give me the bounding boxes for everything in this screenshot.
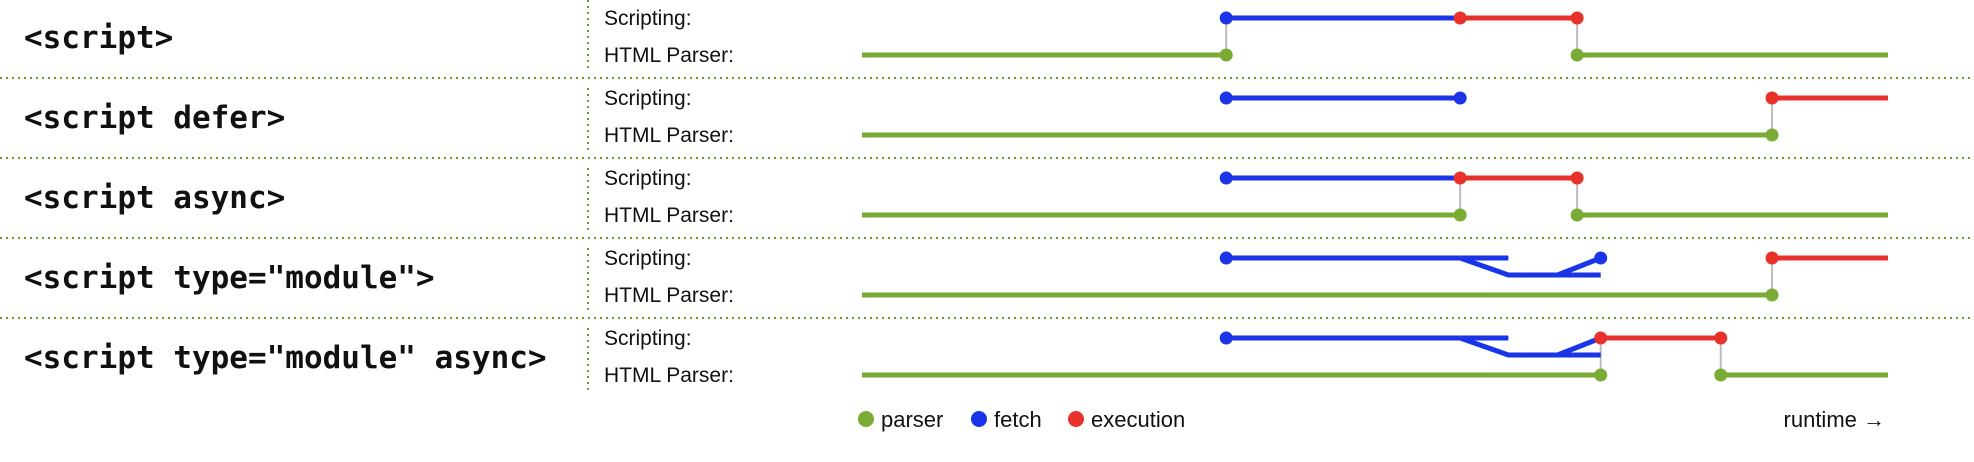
parser-lane-label: HTML Parser: [604, 364, 734, 387]
row-1: <script defer> Scripting: HTML Parser: [0, 87, 1974, 159]
parser-lane-label: HTML Parser: [604, 204, 734, 227]
row-label: <script async> [24, 180, 285, 216]
row-3: <script type="module"> Scripting: HTML Par… [0, 247, 1974, 319]
parser-lane-label: HTML Parser: [604, 44, 734, 67]
legend-parser-label: parser [881, 407, 943, 432]
parser-marker [1765, 128, 1779, 142]
scripting-lane-label: Scripting: [604, 7, 692, 30]
fetch-marker [1453, 91, 1467, 105]
scripting-lane-label: Scripting: [604, 87, 692, 110]
fetch-marker [1219, 91, 1233, 105]
legend-execution-swatch [1068, 411, 1084, 427]
row-label: <script type="module"> [24, 260, 435, 296]
exec-marker [1570, 171, 1584, 185]
exec-marker [1714, 331, 1728, 345]
legend-fetch-label: fetch [994, 407, 1042, 432]
runtime-axis-label: runtime → [1784, 407, 1885, 432]
legend: parser fetch execution runtime → [858, 407, 1885, 432]
parser-lane-label: HTML Parser: [604, 124, 734, 147]
exec-marker [1765, 251, 1779, 265]
row-label: <script type="module" async> [24, 340, 547, 376]
scripting-lane-label: Scripting: [604, 327, 692, 350]
row-4: <script type="module" async> Scripting: HT… [24, 327, 1888, 392]
fetch-marker [1219, 331, 1233, 345]
parser-marker [1453, 208, 1467, 222]
parser-marker [1594, 368, 1608, 382]
fetch-marker [1219, 11, 1233, 25]
parser-marker [1765, 288, 1779, 302]
legend-parser-swatch [858, 411, 874, 427]
rows: <script>Scripting:HTML Parser:<script de… [0, 0, 1974, 392]
legend-fetch-swatch [971, 411, 987, 427]
parser-marker [1570, 208, 1584, 222]
module-fetch-branches [1459, 255, 1602, 278]
module-fetch-branches [1459, 335, 1602, 358]
parser-marker [1570, 48, 1584, 62]
exec-marker [1453, 171, 1467, 185]
scripting-lane-label: Scripting: [604, 167, 692, 190]
row-0: <script> Scripting: HTML Parser: [0, 0, 1974, 79]
fetch-marker [1594, 251, 1608, 265]
legend-execution-label: execution [1091, 407, 1185, 432]
fetch-marker [1219, 171, 1233, 185]
fetch-marker [1219, 251, 1233, 265]
parser-marker [1219, 48, 1233, 62]
row-2: <script async> Scripting: HTML Parser: [0, 167, 1974, 239]
parser-marker [1714, 368, 1728, 382]
row-label: <script defer> [24, 100, 285, 136]
parser-lane-label: HTML Parser: [604, 284, 734, 307]
exec-marker [1453, 11, 1467, 25]
scripting-lane-label: Scripting: [604, 247, 692, 270]
row-label: <script> [24, 20, 173, 56]
exec-marker [1765, 91, 1779, 105]
exec-marker [1594, 331, 1608, 345]
exec-marker [1570, 11, 1584, 25]
